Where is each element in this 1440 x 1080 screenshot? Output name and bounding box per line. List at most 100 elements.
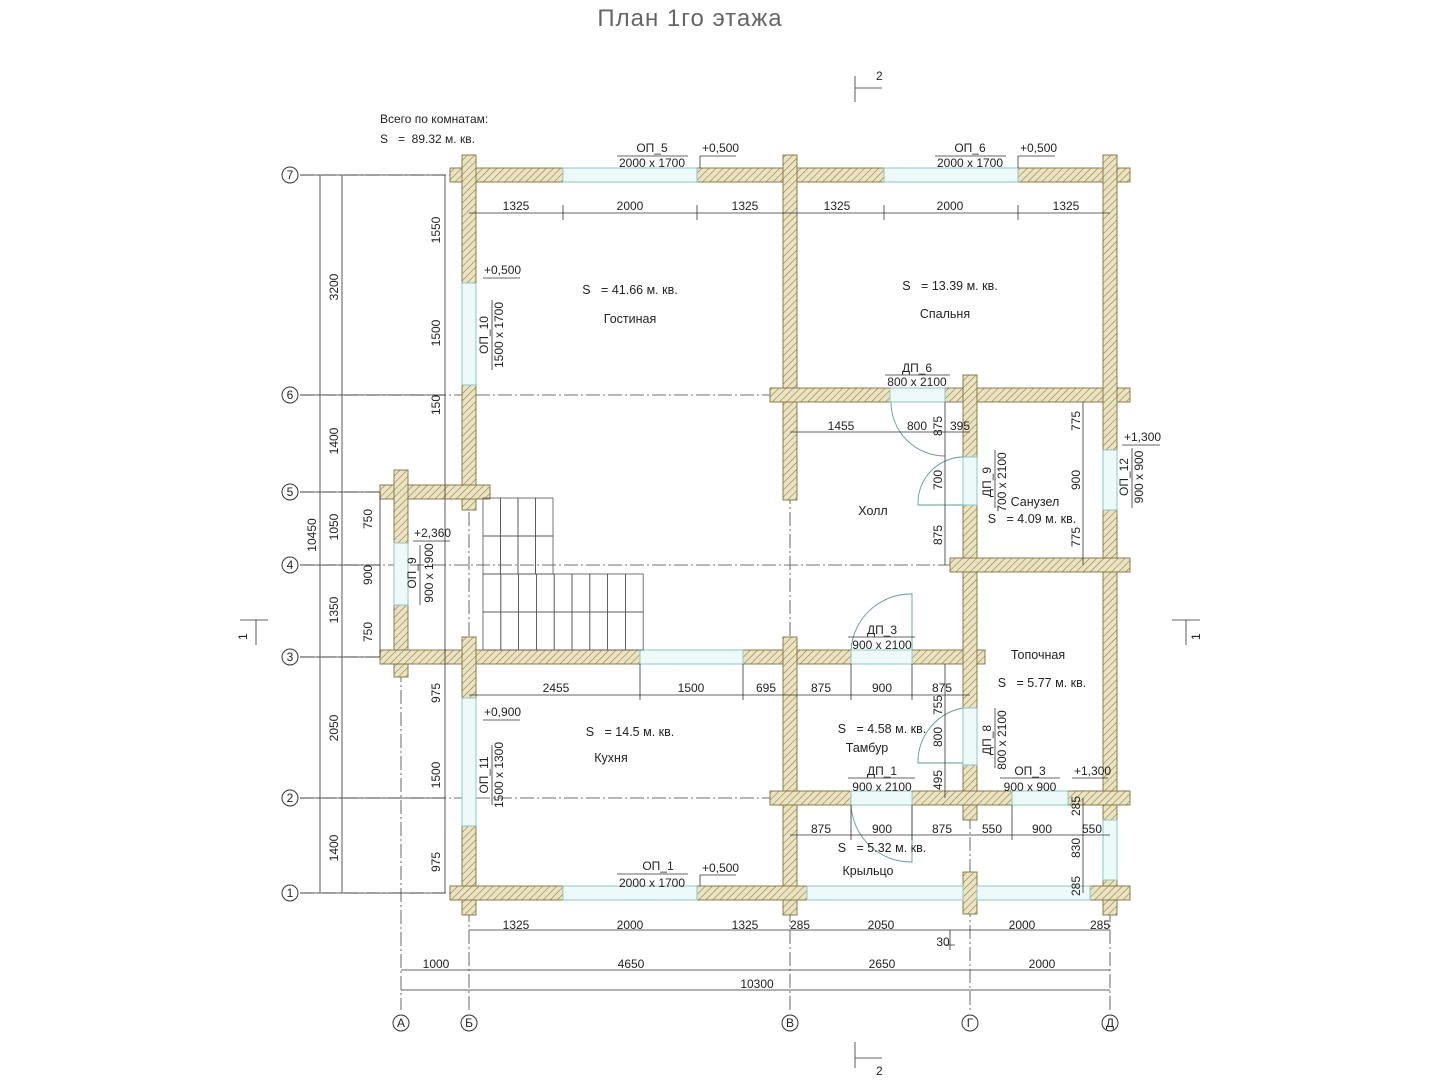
dimension-lines [319, 175, 1110, 991]
wall-bay [393, 469, 409, 544]
svg-text:1350: 1350 [327, 596, 341, 623]
window-op1 [562, 885, 698, 901]
stair-tread [517, 497, 536, 537]
svg-text:ОП_1: ОП_1 [642, 859, 674, 873]
wall-axis-6 [769, 387, 891, 403]
svg-text:1325: 1325 [732, 199, 759, 213]
svg-text:ОП_12: ОП_12 [1117, 458, 1131, 496]
dims-bath: 775 900 775 [1069, 411, 1083, 547]
dims-hall: 1455 800 875 395 700 875 [828, 416, 971, 545]
stair-tread [500, 535, 519, 575]
stair-tread [500, 573, 519, 613]
svg-text:285: 285 [1069, 796, 1083, 816]
stair-tread [607, 611, 626, 651]
room-name: Крыльцо [843, 864, 894, 878]
section-mark-1-left: 1 [236, 619, 268, 645]
stair-tread [589, 611, 608, 651]
svg-text:1325: 1325 [503, 918, 530, 932]
svg-text:900 x 900: 900 x 900 [1132, 450, 1146, 503]
axis-row-3: 3 [281, 648, 299, 666]
svg-text:2000: 2000 [1009, 918, 1036, 932]
svg-text:ОП_5: ОП_5 [636, 141, 668, 155]
svg-text:1500 x 1700: 1500 x 1700 [492, 302, 506, 368]
room-area: S = 5.77 м. кв. [998, 676, 1086, 690]
svg-text:900 x 900: 900 x 900 [1004, 780, 1057, 794]
svg-text:1050: 1050 [327, 513, 341, 540]
svg-text:800: 800 [931, 727, 945, 747]
axis-row-7: 7 [281, 166, 299, 184]
axis-row-1: 1 [281, 884, 299, 902]
wall-g [962, 504, 978, 709]
summary-label: Всего по комнатам: [380, 112, 488, 126]
room-area: S = 4.09 м. кв. [988, 512, 1076, 526]
wall-bay [393, 604, 409, 678]
svg-text:10450: 10450 [305, 518, 319, 552]
svg-text:900 x 2100: 900 x 2100 [852, 780, 912, 794]
svg-text:875: 875 [931, 525, 945, 545]
dims-axes-row: 1000 4650 2650 2000 10300 [423, 957, 1056, 991]
label-op10: ОП_10 1500 x 1700 +0,500 [477, 263, 521, 370]
door-dp3-frame [850, 649, 913, 665]
stair-tread [482, 573, 502, 613]
plan-title: План 1го этажа [597, 5, 782, 32]
svg-text:975: 975 [429, 852, 443, 872]
svg-text:2000: 2000 [617, 199, 644, 213]
svg-text:750: 750 [361, 509, 375, 529]
door-dp6-frame [889, 387, 946, 403]
dims-left-bay: 750 900 750 [361, 509, 375, 642]
axis-col-d: Д [1101, 1014, 1119, 1032]
label-dp8: ДП_8 800 x 2100 [980, 708, 1009, 770]
svg-text:ДП_9: ДП_9 [980, 467, 994, 497]
svg-text:1500: 1500 [429, 761, 443, 788]
stair-tread [482, 611, 502, 651]
stair-tread [535, 497, 554, 537]
stair-tread [625, 611, 644, 651]
svg-text:2000 x 1700: 2000 x 1700 [937, 156, 1003, 170]
wall-axis-4 [949, 557, 1131, 573]
door-swing-dp6 [890, 401, 946, 457]
label-dp3: ДП_3 900 x 2100 [848, 623, 915, 652]
svg-text:900: 900 [361, 565, 375, 585]
staircase [482, 497, 644, 651]
svg-text:5: 5 [287, 485, 294, 499]
stair-tread [535, 535, 554, 575]
room-topochnaya: Топочная S = 5.77 м. кв. [998, 648, 1086, 690]
window-op9 [393, 542, 409, 606]
porch-opening [806, 885, 964, 901]
room-name: Тамбур [846, 741, 888, 755]
svg-text:1400: 1400 [327, 427, 341, 454]
svg-text:975: 975 [429, 683, 443, 703]
window-op5 [562, 167, 698, 183]
wall-v-lower [782, 636, 798, 916]
svg-text:1400: 1400 [327, 834, 341, 861]
svg-text:775: 775 [1069, 411, 1083, 431]
svg-text:6: 6 [287, 388, 294, 402]
label-op9: ОП_9 900 x 1900 +2,360 [405, 526, 451, 605]
dims-left-inner: 1550 1500 150 975 1500 975 [429, 216, 443, 872]
svg-text:3200: 3200 [327, 273, 341, 300]
wall-axis-3 [379, 649, 641, 665]
svg-text:2000: 2000 [617, 918, 644, 932]
room-area: S = 4.58 м. кв. [838, 722, 926, 736]
stair-tread [518, 573, 537, 613]
svg-text:3: 3 [287, 650, 294, 664]
svg-text:2455: 2455 [543, 681, 570, 695]
label-dp6: ДП_6 800 x 2100 [885, 361, 950, 389]
svg-text:1500: 1500 [678, 681, 705, 695]
room-area: S = 13.39 м. кв. [902, 279, 997, 293]
stair-tread [571, 611, 591, 651]
svg-text:1455: 1455 [828, 419, 855, 433]
svg-text:2050: 2050 [868, 918, 895, 932]
svg-text:Д: Д [1106, 1016, 1114, 1030]
stair-tread [500, 497, 519, 537]
stair-tread [625, 573, 644, 613]
svg-text:755: 755 [931, 695, 945, 715]
porch-opening [976, 885, 1091, 901]
room-holl: Холл [858, 504, 887, 518]
opening-stair [639, 649, 744, 665]
room-name: Кухня [594, 751, 627, 765]
wall-bottom [696, 885, 808, 901]
svg-text:ДП_8: ДП_8 [980, 725, 994, 755]
stair-tread [482, 535, 501, 575]
svg-text:695: 695 [756, 681, 776, 695]
